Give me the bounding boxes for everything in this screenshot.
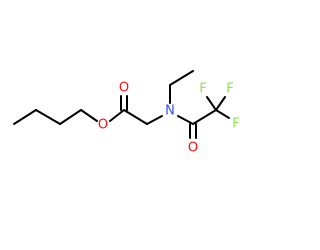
bond-c10-f-upper-right xyxy=(215,96,226,111)
atom-f-upper-right: F xyxy=(226,82,233,97)
bond-c6-n xyxy=(146,115,163,125)
bond-c1-c2 xyxy=(13,109,37,125)
bond-c4-o xyxy=(80,109,98,122)
bond-o-c5 xyxy=(109,109,125,122)
atom-f-right: F xyxy=(232,117,239,132)
bonds xyxy=(13,70,230,139)
atom-f-upper-left: F xyxy=(199,82,206,97)
atom-o-ester: O xyxy=(98,118,108,133)
molecule-structure: O O N O F F F xyxy=(13,70,240,156)
atom-o-amide-carbonyl: O xyxy=(188,141,198,156)
bond-c3-c4 xyxy=(59,109,82,125)
bond-n-c9 xyxy=(177,115,194,125)
bond-c7-c8 xyxy=(169,70,194,86)
bond-c10-f-upper-left xyxy=(206,96,217,111)
atom-o-ester-carbonyl: O xyxy=(119,81,129,96)
atom-n-amide: N xyxy=(165,104,175,119)
bond-c9-c10 xyxy=(192,109,217,125)
bond-c2-c3 xyxy=(35,109,61,125)
bond-c10-f-right xyxy=(215,109,230,119)
atom-labels: O O N O F F F xyxy=(98,81,240,156)
bond-c5-c6 xyxy=(123,109,148,125)
